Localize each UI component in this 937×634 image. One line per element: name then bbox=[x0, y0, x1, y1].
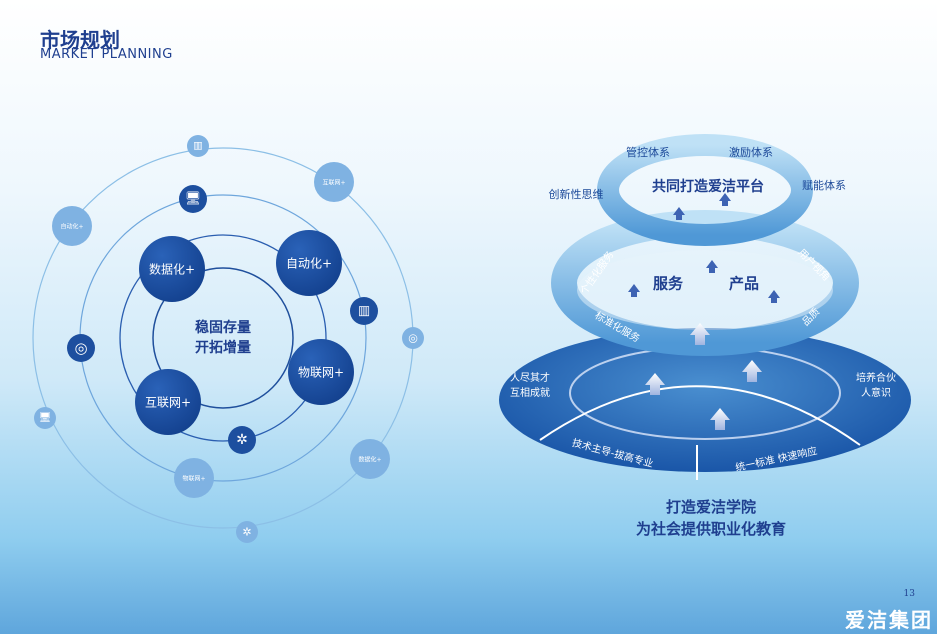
bubble-iot: 物联网+ bbox=[297, 365, 345, 380]
label-product: 产品 bbox=[728, 274, 760, 293]
network-icon: ✲ bbox=[236, 432, 248, 448]
monitor-icon: 🖥︎ bbox=[38, 412, 52, 424]
top-ring-title: 共同打造爱洁平台 bbox=[652, 179, 764, 195]
globe-icon: ◎ bbox=[74, 339, 88, 357]
bubble-digitization: 数据化+ bbox=[148, 262, 196, 277]
company-logo: 爱洁集团 bbox=[845, 608, 933, 632]
top-ring bbox=[597, 134, 813, 246]
outer-bubble-digitization: 数据化+ bbox=[358, 456, 382, 464]
icon-circles bbox=[67, 185, 378, 454]
page-title: 市场规划 bbox=[40, 28, 120, 52]
label-empower: 赋能体系 bbox=[802, 179, 846, 192]
center-text: 稳固存量开拓增量 bbox=[195, 318, 251, 358]
base-right-text: 培养合伙人意识 bbox=[856, 371, 896, 401]
outer-bubble-automation: 自动化+ bbox=[60, 223, 84, 231]
bubble-internet: 互联网+ bbox=[144, 395, 192, 410]
outer-bubble-iot: 物联网+ bbox=[182, 475, 206, 483]
globe-icon: ◎ bbox=[408, 331, 418, 345]
academy-caption-line-2: 为社会提供职业化教育 bbox=[635, 520, 787, 538]
outer-bubble-internet: 互联网+ bbox=[322, 179, 346, 187]
inner-bubbles bbox=[135, 230, 354, 435]
chart-icon: ▥ bbox=[357, 303, 371, 319]
base-right-line-1: 培养合伙 bbox=[856, 373, 896, 384]
center-line-1: 稳固存量 bbox=[195, 320, 251, 336]
page-subtitle: MARKET PLANNING bbox=[40, 47, 173, 62]
small-up-arrows bbox=[628, 193, 780, 303]
outer-bubbles bbox=[34, 135, 424, 543]
base-right-line-2: 人意识 bbox=[861, 388, 891, 399]
base-left-line-2: 互相成就 bbox=[510, 388, 550, 399]
chart-icon: ▥ bbox=[193, 140, 203, 152]
page-number: 13 bbox=[903, 589, 915, 599]
label-innovation: 创新性思维 bbox=[548, 188, 604, 201]
label-incentive: 激励体系 bbox=[729, 146, 773, 159]
academy-caption: 打造爱洁学院为社会提供职业化教育 bbox=[636, 496, 786, 540]
base-left-line-1: 人尽其才 bbox=[510, 373, 550, 384]
up-arrows bbox=[645, 323, 762, 430]
monitor-icon: 🖥︎ bbox=[184, 191, 202, 207]
academy-caption-line-1: 打造爱洁学院 bbox=[665, 498, 757, 516]
bubble-automation: 自动化+ bbox=[285, 256, 333, 271]
label-service: 服务 bbox=[652, 274, 684, 293]
label-control: 管控体系 bbox=[626, 146, 670, 159]
base-left-text: 人尽其才互相成就 bbox=[510, 371, 550, 401]
network-icon: ✲ bbox=[242, 525, 252, 539]
center-line-2: 开拓增量 bbox=[195, 340, 251, 356]
